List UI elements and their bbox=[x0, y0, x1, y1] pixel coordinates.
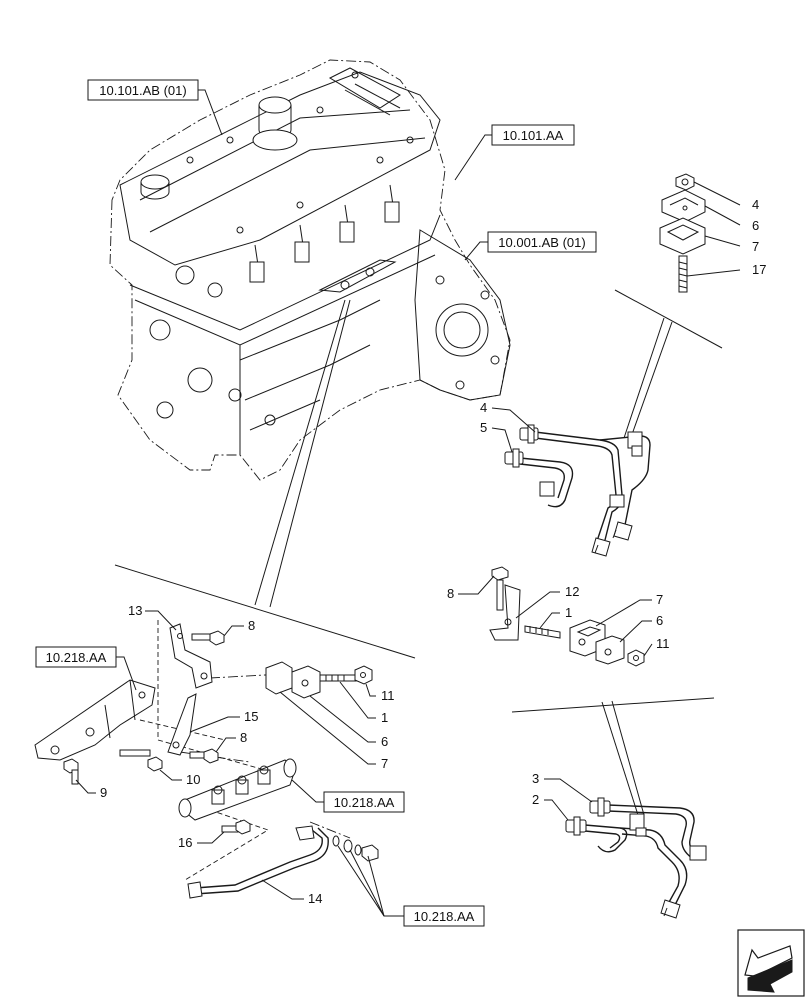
svg-text:11: 11 bbox=[381, 688, 395, 703]
svg-text:11: 11 bbox=[656, 636, 670, 651]
callout-bl-11: 11 bbox=[365, 683, 395, 703]
bolt-9 bbox=[63, 758, 79, 785]
bracket-13 bbox=[169, 623, 213, 689]
mounting-bracket-left bbox=[34, 679, 156, 761]
callout-bl-10: 10 bbox=[159, 769, 200, 787]
callout-bl-7: 7 bbox=[279, 691, 388, 771]
assembly-guide-3 bbox=[184, 809, 270, 881]
svg-text:2: 2 bbox=[532, 792, 539, 807]
bolt-10 bbox=[119, 749, 163, 772]
callout-tr-17: 17 bbox=[686, 262, 766, 277]
assembly-axis-3 bbox=[309, 821, 351, 839]
fuel-rail bbox=[178, 758, 297, 821]
callout-cr-11: 11 bbox=[643, 636, 670, 657]
svg-text:10.101.AB (01): 10.101.AB (01) bbox=[99, 83, 186, 98]
svg-text:1: 1 bbox=[565, 605, 572, 620]
reference-10-218-aa-bottom[interactable]: 10.218.AA bbox=[337, 845, 485, 927]
svg-text:4: 4 bbox=[480, 400, 487, 415]
clamp-6-7-left bbox=[265, 661, 321, 699]
assembly-guide-1 bbox=[157, 620, 266, 771]
callout-bl-13: 13 bbox=[128, 603, 177, 631]
svg-text:5: 5 bbox=[480, 420, 487, 435]
callout-bl-14: 14 bbox=[261, 879, 322, 906]
svg-text:14: 14 bbox=[308, 891, 322, 906]
callout-br-2: 2 bbox=[532, 792, 569, 821]
svg-text:10.218.AA: 10.218.AA bbox=[334, 795, 395, 810]
svg-text:10.001.AB (01): 10.001.AB (01) bbox=[498, 235, 585, 250]
callout-bl-8b: 8 bbox=[215, 730, 247, 753]
callout-tr-6: 6 bbox=[704, 205, 759, 233]
group-bracket-top bbox=[614, 289, 723, 349]
bracket-group-center-right bbox=[489, 566, 645, 667]
injection-pipes-upper bbox=[504, 424, 651, 557]
svg-text:1: 1 bbox=[381, 710, 388, 725]
svg-text:8: 8 bbox=[240, 730, 247, 745]
svg-text:10.218.AA: 10.218.AA bbox=[46, 650, 107, 665]
svg-text:8: 8 bbox=[248, 618, 255, 633]
callout-mr-4: 4 bbox=[480, 400, 536, 433]
callout-mr-5: 5 bbox=[480, 420, 513, 453]
reference-10-218-aa-left[interactable]: 10.218.AA bbox=[35, 646, 137, 691]
callout-cr-12: 12 bbox=[515, 584, 579, 619]
svg-text:10.101.AA: 10.101.AA bbox=[503, 128, 564, 143]
svg-text:15: 15 bbox=[244, 709, 258, 724]
assembly-axis-2 bbox=[179, 751, 251, 763]
svg-text:8: 8 bbox=[447, 586, 454, 601]
reference-10-001-ab-01[interactable]: 10.001.AB (01) bbox=[464, 231, 597, 261]
callout-bl-1: 1 bbox=[339, 681, 388, 725]
nut-11-left bbox=[354, 665, 373, 685]
reference-10-101-ab-01[interactable]: 10.101.AB (01) bbox=[87, 79, 223, 136]
svg-text:12: 12 bbox=[565, 584, 579, 599]
bolt-8-lower bbox=[189, 748, 219, 764]
svg-text:10: 10 bbox=[186, 772, 200, 787]
bracket-15 bbox=[167, 693, 197, 756]
callout-cr-8: 8 bbox=[447, 575, 495, 601]
leader-top-group-1 bbox=[629, 321, 673, 441]
injection-pipes-lower bbox=[565, 797, 707, 919]
svg-text:3: 3 bbox=[532, 771, 539, 786]
callout-bl-8a: 8 bbox=[223, 618, 255, 637]
leader-bottom-group-2 bbox=[611, 700, 645, 816]
callout-cr-1: 1 bbox=[539, 605, 572, 629]
arrow-pointing-down-left-icon[interactable] bbox=[737, 929, 805, 997]
leader-engine-to-left-group-2 bbox=[269, 299, 351, 608]
svg-text:17: 17 bbox=[752, 262, 766, 277]
reference-10-218-aa-mid[interactable]: 10.218.AA bbox=[291, 779, 405, 813]
reference-10-101-aa[interactable]: 10.101.AA bbox=[454, 124, 575, 181]
callout-bl-15: 15 bbox=[189, 709, 258, 733]
callout-cr-7: 7 bbox=[595, 592, 663, 627]
callout-bl-9: 9 bbox=[75, 779, 107, 800]
bolt-8-upper bbox=[191, 630, 225, 646]
svg-text:7: 7 bbox=[656, 592, 663, 607]
svg-text:6: 6 bbox=[381, 734, 388, 749]
leader-engine-to-left-group bbox=[254, 299, 346, 606]
svg-text:4: 4 bbox=[752, 197, 759, 212]
callout-bl-6: 6 bbox=[309, 695, 388, 749]
callout-tr-4: 4 bbox=[693, 181, 759, 212]
svg-text:9: 9 bbox=[100, 785, 107, 800]
svg-text:10.218.AA: 10.218.AA bbox=[414, 909, 475, 924]
callout-bl-16: 16 bbox=[178, 831, 225, 850]
callout-br-3: 3 bbox=[532, 771, 593, 803]
svg-text:16: 16 bbox=[178, 835, 192, 850]
banjo-bolt-washers bbox=[332, 835, 379, 862]
group-bracket-left bbox=[114, 564, 416, 659]
bolt-1-left bbox=[319, 674, 357, 682]
leader-top-group-2 bbox=[623, 317, 665, 439]
svg-text:7: 7 bbox=[381, 756, 388, 771]
svg-text:7: 7 bbox=[752, 239, 759, 254]
leader-bottom-group-1 bbox=[601, 701, 639, 816]
callout-cr-6: 6 bbox=[619, 613, 663, 643]
svg-text:13: 13 bbox=[128, 603, 142, 618]
bolt-16 bbox=[221, 819, 251, 835]
clamp-stack-top-right bbox=[659, 173, 706, 293]
engine-block bbox=[109, 59, 511, 481]
svg-text:6: 6 bbox=[656, 613, 663, 628]
svg-text:6: 6 bbox=[752, 218, 759, 233]
callout-tr-7: 7 bbox=[704, 235, 759, 254]
pipe-14 bbox=[187, 825, 329, 899]
